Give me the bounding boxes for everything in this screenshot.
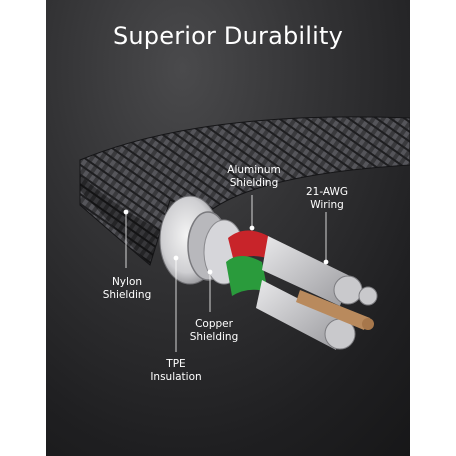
label-line: Shielding [229,177,279,189]
label-line: Shielding [102,289,152,301]
strand-end-upper [333,275,363,305]
label-copper-shielding: Copper Shielding [182,318,246,344]
green-wire [226,256,268,296]
label-line: Insulation [150,371,202,383]
braided-cable [79,116,411,266]
label-line: TPE [166,358,186,370]
headline: Superior Durability [112,22,344,50]
label-line: 21-AWG [305,186,349,198]
label-tpe-insulation: TPE Insulation [146,358,206,384]
label-line: Shielding [189,331,239,343]
label-line: Copper [195,318,233,330]
strand-end-small [358,286,378,306]
copper-core-end [362,318,374,330]
frame-left [0,0,46,456]
strand-bundle-lower [256,280,340,350]
cable-shade [80,175,160,265]
label-nylon-shielding: Nylon Shielding [98,276,156,302]
label-line: Wiring [310,199,344,211]
label-21awg-wiring: 21-AWG Wiring [298,186,356,212]
callout-lines [123,195,329,352]
copper-core [296,290,370,330]
label-line: Nylon [111,276,143,288]
label-aluminum-shielding: Aluminum Shielding [222,164,286,190]
label-line: Aluminum [227,164,281,176]
frame-right [410,0,456,456]
strand-bundle-upper [262,236,350,306]
